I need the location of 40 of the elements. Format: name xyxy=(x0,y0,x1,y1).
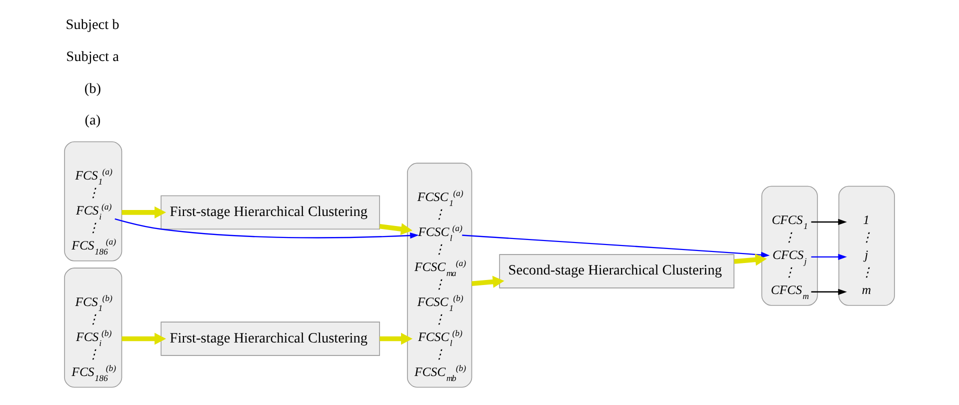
label: Subject a xyxy=(66,48,119,65)
node-text: ⋮ xyxy=(860,266,874,280)
arrow xyxy=(114,218,419,239)
cluster xyxy=(64,141,122,262)
cluster xyxy=(407,162,472,388)
arrow xyxy=(472,276,504,288)
node-text: ⋮ xyxy=(86,186,100,200)
arrow xyxy=(122,332,166,345)
arrow xyxy=(811,254,847,260)
node-text: ⋮ xyxy=(433,278,446,292)
arrow xyxy=(811,288,847,295)
node-text: ⋮ xyxy=(433,242,446,257)
arrow xyxy=(122,206,166,218)
arrow xyxy=(734,254,767,266)
node-box: First-stage Hierarchical Clustering xyxy=(160,322,380,356)
node-text: ⋮ xyxy=(433,208,446,222)
node-box: Second-stage Hierarchical Clustering xyxy=(499,254,734,288)
cluster xyxy=(64,268,122,388)
node-text: CFCS$_{m}$ xyxy=(770,283,810,302)
node-text: ⋮ xyxy=(86,221,100,236)
label: (b) xyxy=(84,80,102,97)
arrow xyxy=(462,234,770,258)
node-text: ⋮ xyxy=(433,312,446,327)
node-text: ⋮ xyxy=(783,230,796,245)
arrow xyxy=(380,332,413,345)
node-text: CFCS$_{j}$ xyxy=(772,248,807,266)
node-text: ⋮ xyxy=(783,266,796,280)
label: Subject b xyxy=(66,17,120,34)
arrow xyxy=(379,223,412,236)
node-text: CFCS$_{1}$ xyxy=(772,213,808,232)
label: (a) xyxy=(84,112,101,129)
node-text: j xyxy=(864,248,868,262)
node-text: 1 xyxy=(863,213,870,228)
node-text: ⋮ xyxy=(433,347,446,362)
node-text: ⋮ xyxy=(86,347,100,362)
node-text: m xyxy=(862,283,872,298)
arrow xyxy=(811,218,847,226)
node-box: First-stage Hierarchical Clustering xyxy=(160,195,380,230)
node-text: ⋮ xyxy=(86,312,100,327)
node-text: ⋮ xyxy=(860,230,874,245)
